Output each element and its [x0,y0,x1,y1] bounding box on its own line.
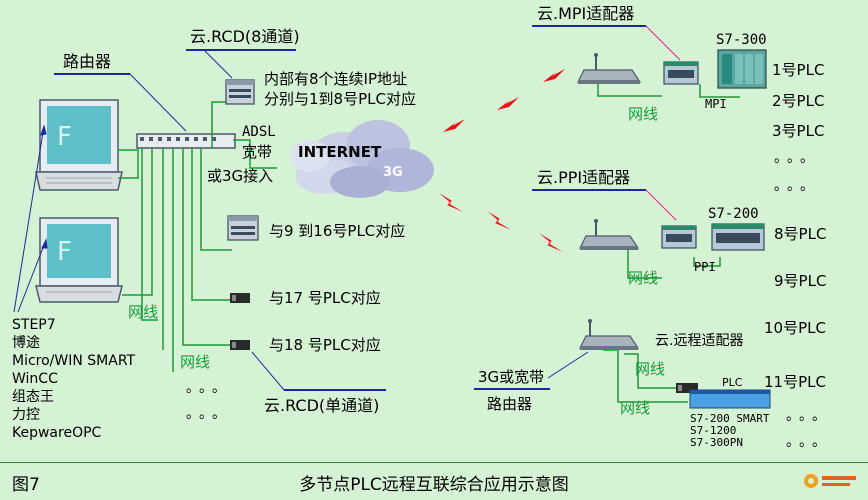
figure-label: 图7 [12,475,40,495]
figure-caption: 多节点PLC远程互联综合应用示意图 [299,475,569,495]
software-item-3: WinCC [12,371,58,387]
network-label-ppi: 网线 [628,269,658,287]
s7-300-label: S7-300 [716,32,767,48]
internet-label: INTERNET [298,143,382,161]
router-3g-line2: 路由器 [487,395,532,413]
software-item-4: 组态王 [12,389,54,405]
s7-300-rack [717,49,767,89]
laptop-top: F [35,99,123,191]
rcd-device-18 [230,340,250,350]
mpi-adapter-label: 云.MPI适配器 [537,4,634,23]
plc-box-remote [689,389,771,409]
router-label: 路由器 [63,52,111,71]
s7-200-plc [711,223,765,251]
svg-text:F: F [57,122,72,152]
network-label-remote-2: 网线 [620,399,650,417]
mpi-text: MPI [705,97,727,111]
ellipsis-left-1: 。。。 [186,380,232,396]
footer-divider [0,462,868,463]
network-cables [118,78,740,403]
ellipsis-right-2: 。。。 [774,178,820,194]
ellipsis-right-4: 。。。 [786,434,832,450]
plc-number-3: 3号PLC [772,122,824,140]
rcd8-desc-line1: 内部有8个连续IP地址 [264,70,407,88]
plc-number-8: 8号PLC [774,225,826,243]
remote-adapter-device [676,383,698,393]
adsl-line3: 或3G接入 [207,167,273,185]
plc-17-label: 与17 号PLC对应 [269,289,381,307]
internet-3g: 3G [383,165,403,180]
software-item-2: Micro/WIN SMART [12,353,136,369]
software-item-1: 博途 [12,334,40,351]
mpi-leader [645,25,681,61]
software-item-0: STEP7 [12,317,56,333]
plc-box-label: PLC [722,376,743,389]
network-label-left-1: 网线 [128,303,158,321]
router-left [136,133,236,149]
remote-adapter-label: 云.远程适配器 [655,333,743,349]
rcd8-leader [203,49,233,79]
svg-text:F: F [57,237,72,267]
rcd-single-leader [251,351,285,391]
plc-number-11: 11号PLC [764,373,826,391]
plc-number-1: 1号PLC [772,61,824,79]
plc-18-label: 与18 号PLC对应 [269,336,381,354]
laptop-bottom: F [35,217,123,303]
network-label-mpi: 网线 [628,105,658,123]
router-3g-leader [547,351,589,379]
rcd8-desc-line2: 分别与1到8号PLC对应 [264,90,416,108]
plc-model-2: S7-300PN [690,436,743,449]
adsl-line1: ADSL [242,124,276,140]
plc-model-0: S7-200 SMART [690,412,770,425]
ppi-adapter-label: 云.PPI适配器 [537,168,630,187]
internet-cloud [290,120,434,198]
plc-adapter-mpi [663,61,699,85]
ppi-text: PPI [694,260,716,274]
router-mpi [577,53,642,84]
plc-9-16-label: 与9 到16号PLC对应 [269,222,405,240]
rcd8-label: 云.RCD(8通道) [190,27,300,46]
ppi-leader [645,189,677,221]
plc-model-1: S7-1200 [690,424,736,437]
s7-200-label: S7-200 [708,206,759,222]
adsl-line2: 宽带 [242,143,272,161]
ellipsis-right-1: 。。。 [774,150,820,166]
plc-adapter-ppi [661,225,697,249]
plc-number-2: 2号PLC [772,92,824,110]
router-ppi [579,219,640,250]
network-label-remote-1: 网线 [635,360,665,378]
router-leader [129,73,187,132]
router-3g-line1: 3G或宽带 [478,368,544,386]
lightning-bolts [439,69,565,252]
plc-number-10: 10号PLC [764,319,826,337]
ellipsis-right-3: 。。。 [786,408,832,424]
router-3g [579,319,640,350]
rcd-device-17 [230,293,250,303]
watermark-logo [804,474,856,488]
network-label-left-2: 网线 [180,353,210,371]
plc-number-9: 9号PLC [774,272,826,290]
rcd-8-device [225,79,255,105]
software-arrows [13,124,48,313]
rcd-device-9-16 [227,215,259,241]
rcd-single-label: 云.RCD(单通道) [264,396,379,415]
software-item-6: KepwareOPC [12,425,102,441]
software-item-5: 力控 [12,407,40,423]
ellipsis-left-2: 。。。 [186,406,232,422]
